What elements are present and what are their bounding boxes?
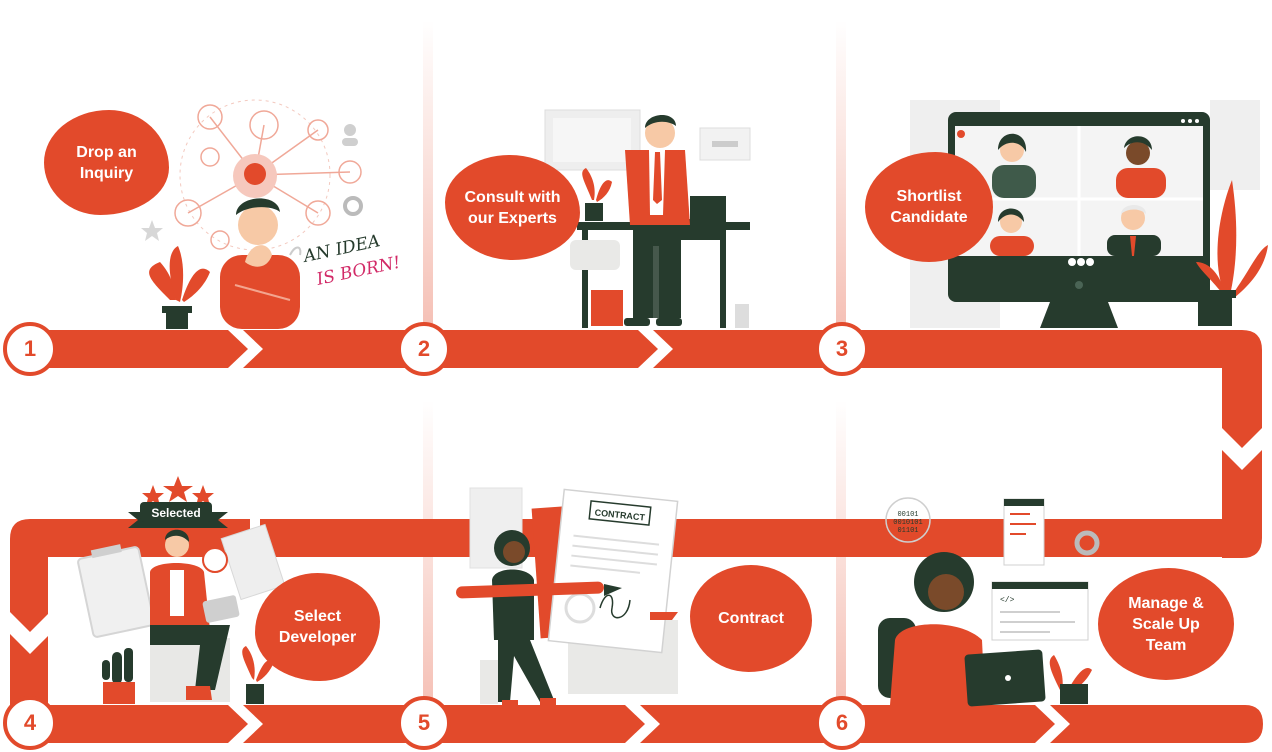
step-number-1: 1 (3, 322, 57, 376)
step-number-5: 5 (397, 696, 451, 750)
select-illustration: Selected (77, 476, 286, 704)
code-text: 0010101 (893, 519, 922, 527)
step-label-contract: Contract (690, 565, 812, 672)
divider-line (423, 20, 433, 330)
step-label-manage-scale: Manage & Scale Up Team (1098, 568, 1234, 680)
gear-icon (1074, 530, 1100, 556)
step-number-4: 4 (3, 696, 57, 750)
step-number-3: 3 (815, 322, 869, 376)
consult-illustration (544, 109, 751, 328)
step-number-2: 2 (397, 322, 451, 376)
step-label-drop-inquiry: Drop an Inquiry (44, 110, 169, 215)
step-label-shortlist: Shortlist Candidate (865, 152, 993, 262)
step-label-text: Manage & Scale Up Team (1128, 594, 1204, 654)
step-label-text: Shortlist Candidate (890, 188, 968, 226)
star-icon (142, 485, 164, 506)
idea-illustration: AN IDEA IS BORN! (141, 99, 402, 329)
divider-line (836, 20, 846, 330)
selected-badge: Selected (151, 506, 200, 520)
manage-illustration: 00101 0010101 01101 </> (878, 497, 1100, 707)
step-label-text: Drop an Inquiry (76, 143, 137, 182)
code-text: 01101 (897, 527, 918, 535)
step-number-6: 6 (815, 696, 869, 750)
shortlist-illustration (910, 100, 1268, 328)
step-label-consult: Consult with our Experts (445, 155, 580, 260)
code-text: </> (1000, 596, 1015, 605)
code-text: 00101 (897, 511, 918, 519)
step-label-text: Contract (718, 610, 784, 627)
star-icon (192, 485, 214, 506)
star-icon (141, 220, 163, 241)
user-icon (344, 124, 356, 136)
step-label-text: Consult with our Experts (464, 188, 561, 227)
contract-illustration: CONTRACT (456, 487, 679, 708)
step-label-text: Select Developer (278, 608, 357, 646)
star-icon (163, 476, 193, 502)
gear-icon (343, 196, 363, 216)
step-label-select-developer: Select Developer (255, 573, 380, 681)
